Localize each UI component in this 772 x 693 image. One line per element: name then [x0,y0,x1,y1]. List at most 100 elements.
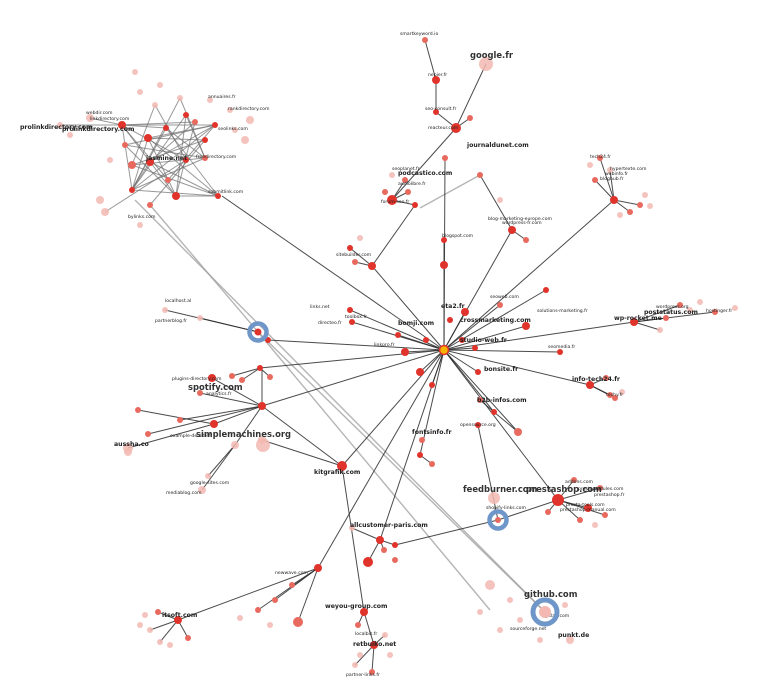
site-node[interactable] [135,407,141,413]
site-node[interactable] [429,382,435,388]
site-node[interactable] [347,307,353,313]
site-node[interactable] [557,349,563,355]
site-node[interactable] [412,202,418,208]
site-node[interactable] [349,319,355,325]
site-node[interactable] [657,327,663,333]
site-node[interactable] [232,127,238,133]
site-node[interactable] [227,107,233,113]
site-node[interactable] [642,192,648,198]
site-node[interactable] [440,261,448,269]
site-node[interactable] [467,115,473,121]
site-node[interactable] [475,369,481,375]
site-node[interactable] [267,622,273,628]
site-node[interactable] [607,392,613,398]
site-node[interactable] [157,639,163,645]
site-node[interactable] [122,142,128,148]
site-node[interactable] [152,102,158,108]
site-node[interactable] [255,607,261,613]
site-node[interactable] [488,492,500,504]
site-node[interactable] [417,452,423,458]
site-node[interactable] [545,509,551,515]
site-node[interactable] [357,235,363,241]
site-node[interactable] [129,187,135,193]
site-node[interactable] [552,494,564,506]
site-node[interactable] [389,172,395,178]
site-node[interactable] [566,636,574,644]
site-node[interactable] [571,477,577,483]
site-node[interactable] [229,373,235,379]
site-node[interactable] [128,161,136,169]
site-node[interactable] [584,504,592,512]
site-node[interactable] [647,203,653,209]
site-node[interactable] [477,397,483,403]
site-node[interactable] [382,632,388,638]
site-node[interactable] [381,547,387,553]
site-node[interactable] [207,97,213,103]
site-node[interactable] [202,155,208,161]
site-node[interactable] [419,437,425,443]
site-node[interactable] [477,609,483,615]
site-node[interactable] [142,612,148,618]
site-node[interactable] [67,132,73,138]
site-node[interactable] [405,189,411,195]
site-node[interactable] [677,302,683,308]
hub-node-github[interactable] [530,597,560,627]
site-node[interactable] [732,305,738,311]
site-node[interactable] [612,395,618,401]
site-node[interactable] [475,422,481,428]
site-node[interactable] [401,348,409,356]
site-node[interactable] [607,167,613,173]
site-node[interactable] [212,122,218,128]
site-node[interactable] [157,82,163,88]
site-node[interactable] [137,622,143,628]
site-node[interactable] [107,157,113,163]
site-node[interactable] [349,525,355,531]
site-node[interactable] [352,259,358,265]
site-node[interactable] [602,512,608,518]
site-node[interactable] [258,402,266,410]
site-node[interactable] [416,368,424,376]
site-node[interactable] [627,209,633,215]
site-node[interactable] [592,522,598,528]
site-node[interactable] [205,473,211,479]
site-node[interactable] [197,315,203,321]
site-node[interactable] [256,438,270,452]
site-node[interactable] [687,307,693,313]
site-node[interactable] [177,95,183,101]
site-node[interactable] [192,119,198,125]
site-node[interactable] [712,309,718,315]
site-node[interactable] [619,389,625,395]
site-node[interactable] [610,196,618,204]
site-node[interactable] [514,428,522,436]
site-node[interactable] [172,192,180,200]
site-node[interactable] [198,486,206,494]
hub-node-left[interactable] [247,321,269,343]
site-node[interactable] [497,302,503,308]
site-node[interactable] [586,381,594,389]
site-node[interactable] [459,337,465,343]
site-node[interactable] [177,417,183,423]
site-node[interactable] [369,669,375,675]
site-node[interactable] [185,635,191,641]
site-node[interactable] [507,597,513,603]
site-node[interactable] [144,134,152,142]
site-node[interactable] [167,642,173,648]
site-node[interactable] [451,123,461,133]
site-node[interactable] [208,374,216,382]
site-node[interactable] [523,237,529,243]
site-node[interactable] [202,137,208,143]
site-node[interactable] [429,461,435,467]
site-node[interactable] [663,315,669,321]
site-node[interactable] [441,237,447,243]
site-node[interactable] [272,597,278,603]
site-node[interactable] [155,609,161,615]
site-node[interactable] [357,652,363,658]
site-node[interactable] [522,322,530,330]
site-node[interactable] [630,318,638,326]
site-node[interactable] [183,157,189,163]
site-node[interactable] [382,189,388,195]
site-node[interactable] [447,317,453,323]
site-node[interactable] [497,627,503,633]
site-node[interactable] [433,109,439,115]
site-node[interactable] [145,431,151,437]
